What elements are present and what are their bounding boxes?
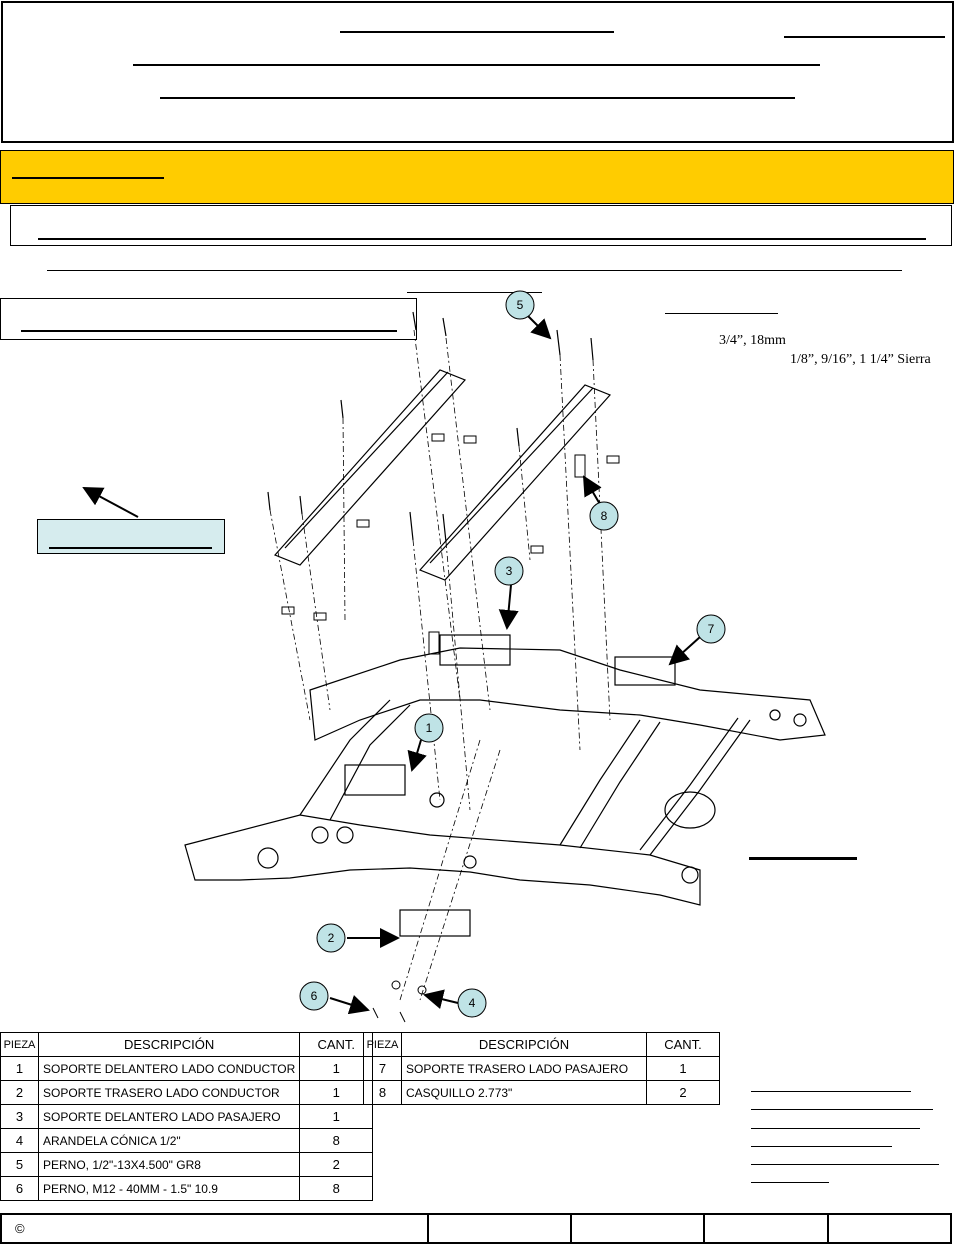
header-cant: CANT. [646, 1032, 720, 1057]
table-header: PIEZA DESCRIPCIÓN CANT. [363, 1032, 720, 1057]
footer-cell [570, 1215, 572, 1242]
diagram-title-line [407, 292, 542, 293]
part-num: 1 [0, 1056, 39, 1081]
part-desc: SOPORTE TRASERO LADO CONDUCTOR [37, 1080, 301, 1105]
svg-text:6: 6 [311, 989, 318, 1003]
side-note-line [749, 857, 857, 860]
footer-cell [827, 1215, 829, 1242]
callout-7: 7 [696, 614, 726, 644]
side-note-line-1 [751, 1091, 911, 1092]
title-line-4 [160, 97, 795, 99]
callout-4: 4 [457, 988, 487, 1018]
callout-2: 2 [316, 923, 346, 953]
footer-cell [703, 1215, 705, 1242]
svg-text:3: 3 [506, 564, 513, 578]
part-qty: 1 [299, 1104, 374, 1129]
part-qty: 2 [646, 1080, 720, 1105]
tools-box [0, 298, 417, 340]
part-desc: SOPORTE DELANTERO LADO CONDUCTOR [37, 1056, 301, 1081]
title-line-2 [784, 36, 945, 38]
callout-6: 6 [299, 981, 329, 1011]
part-qty: 8 [299, 1128, 374, 1153]
part-num: 5 [0, 1152, 39, 1177]
part-num: 3 [0, 1104, 39, 1129]
header-pieza: PIEZA [0, 1032, 39, 1057]
tools-heading-line [665, 313, 778, 314]
svg-text:7: 7 [708, 622, 715, 636]
part-qty: 8 [299, 1176, 374, 1201]
part-num: 2 [0, 1080, 39, 1105]
part-qty: 1 [646, 1056, 720, 1081]
instruction-line [47, 270, 902, 271]
part-desc: ARANDELA CÓNICA 1/2" [37, 1128, 301, 1153]
note-box [10, 205, 952, 246]
svg-text:8: 8 [601, 509, 608, 523]
callout-5: 5 [505, 290, 535, 320]
part-desc: PERNO, 1/2"-13X4.500" GR8 [37, 1152, 301, 1177]
tools-line [21, 330, 397, 332]
svg-text:5: 5 [517, 298, 524, 312]
copyright: © [15, 1221, 25, 1236]
part-desc: SOPORTE DELANTERO LADO PASAJERO [37, 1104, 301, 1129]
callout-1: 1 [414, 713, 444, 743]
rails [273, 369, 612, 581]
part-qty: 2 [299, 1152, 374, 1177]
drill-sizes: 1/8”, 9/16”, 1 1/4” Sierra [790, 352, 931, 367]
part-desc: PERNO, M12 - 40MM - 1.5" 10.9 [37, 1176, 301, 1201]
assembly-lines [269, 329, 611, 1001]
callout-8: 8 [589, 501, 619, 531]
header-cant: CANT. [299, 1032, 374, 1057]
washers [281, 433, 620, 1023]
vehicle-frame [184, 634, 826, 937]
header-pieza: PIEZA [363, 1032, 402, 1057]
bolts [267, 311, 594, 543]
side-note-line-3 [751, 1128, 920, 1129]
front-callout-line [49, 547, 212, 549]
part-desc: SOPORTE TRASERO LADO PASAJERO [401, 1056, 647, 1081]
part-desc: CASQUILLO 2.773" [401, 1080, 647, 1105]
svg-text:1: 1 [426, 721, 433, 735]
warning-label-line [12, 177, 164, 179]
part-qty: 1 [299, 1080, 374, 1105]
svg-text:2: 2 [328, 931, 335, 945]
note-line [38, 238, 926, 240]
header-descripcion: DESCRIPCIÓN [37, 1032, 301, 1057]
callout-circles: 1 2 3 4 5 6 7 8 [299, 290, 726, 1018]
header-descripcion: DESCRIPCIÓN [401, 1032, 647, 1057]
side-note-line-5 [751, 1164, 939, 1165]
socket-sizes: 3/4”, 18mm [719, 333, 786, 348]
title-line-1 [340, 31, 614, 33]
part-num: 6 [0, 1176, 39, 1201]
side-note-line-6 [751, 1182, 829, 1183]
side-note-line-4 [751, 1146, 892, 1147]
part-num: 8 [363, 1080, 402, 1105]
callout-3: 3 [494, 556, 524, 586]
footer: © [0, 1213, 952, 1244]
side-note-line-2 [751, 1109, 933, 1110]
callout-arrows [82, 315, 701, 1015]
part-num: 7 [363, 1056, 402, 1081]
svg-text:4: 4 [469, 996, 476, 1010]
header-box [1, 1, 954, 143]
footer-cell [427, 1215, 429, 1242]
part-qty: 1 [299, 1056, 374, 1081]
table-header: PIEZA DESCRIPCIÓN CANT. [0, 1032, 374, 1057]
part-num: 4 [0, 1128, 39, 1153]
title-line-3 [133, 64, 820, 66]
